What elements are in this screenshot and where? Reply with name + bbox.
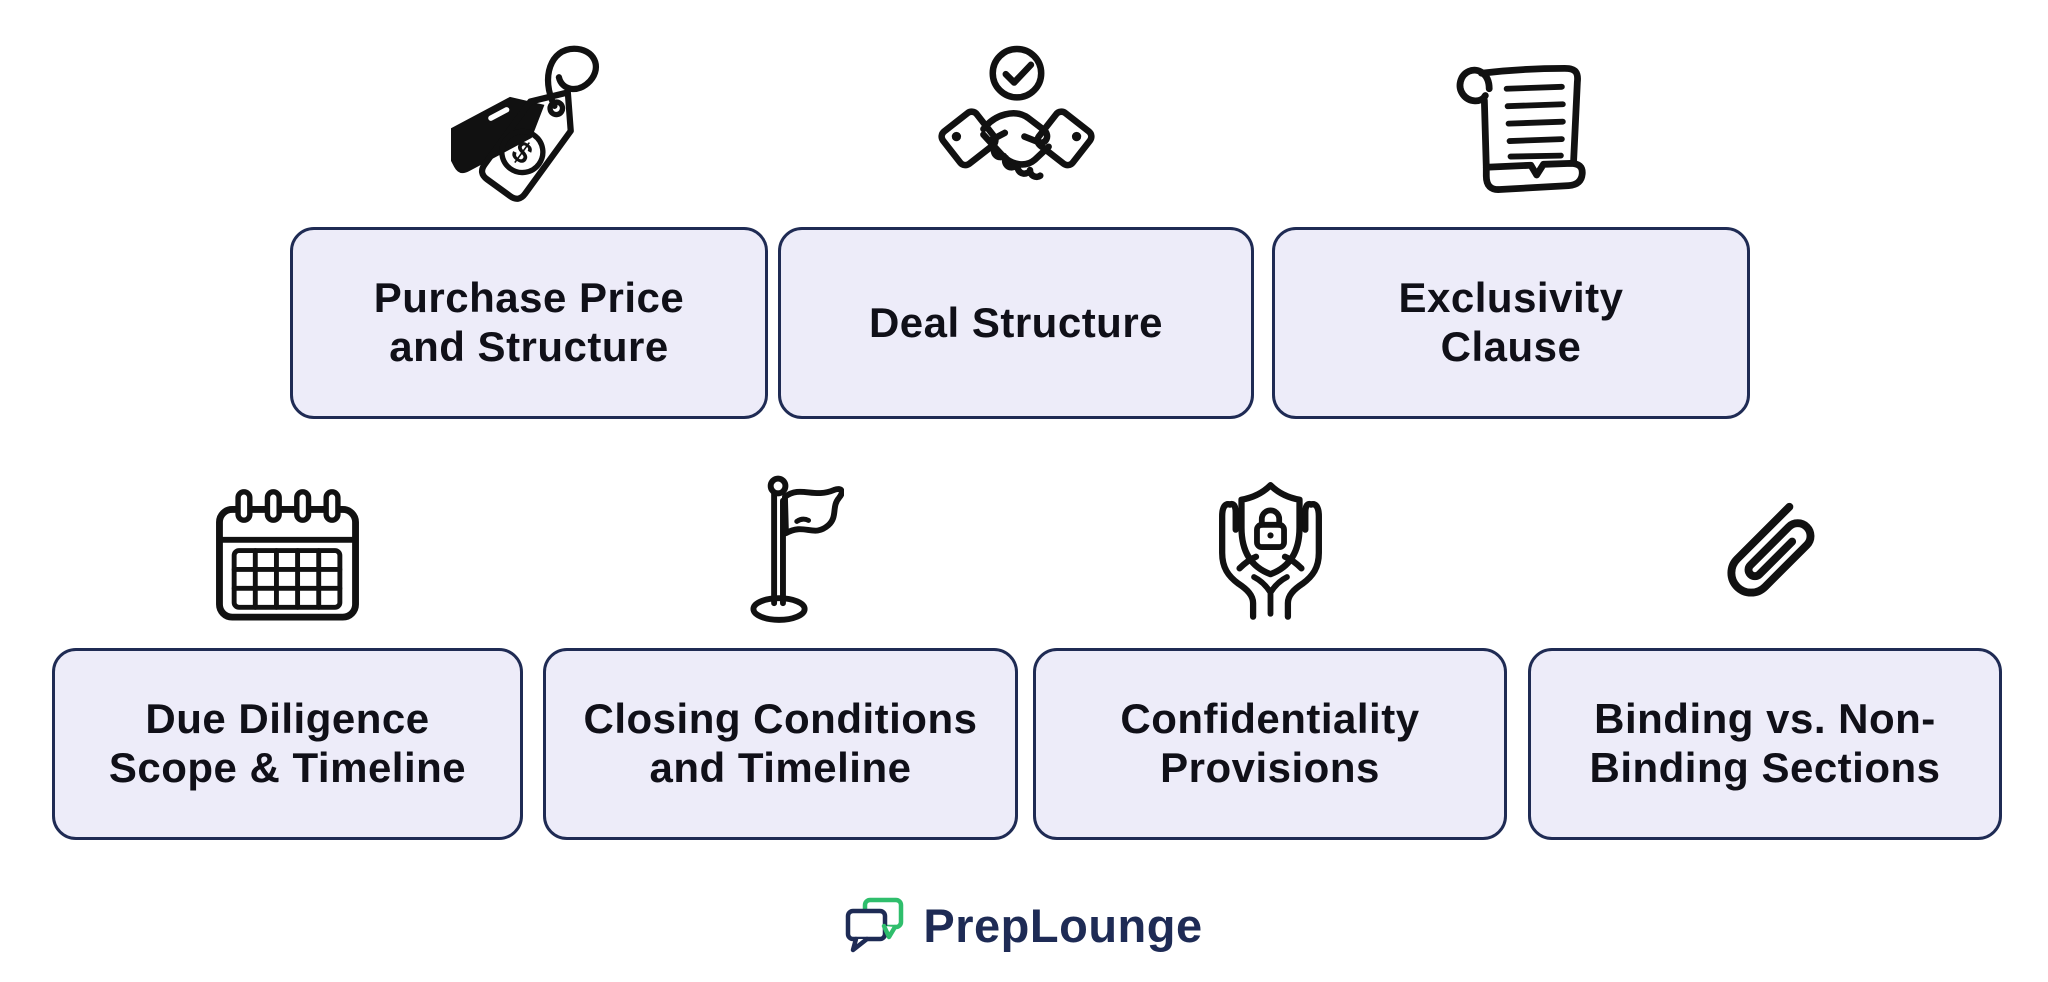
topic-group-purchase-price: $ Purchase Price and Structure xyxy=(290,35,768,419)
card-label: Closing Conditions and Timeline xyxy=(583,695,978,791)
topic-group-due-diligence: Due Diligence Scope & Timeline xyxy=(52,470,523,840)
card-label: Due Diligence Scope & Timeline xyxy=(108,695,467,791)
hands-shield-lock-icon xyxy=(1198,470,1343,648)
topic-group-binding-sections: Binding vs. Non- Binding Sections xyxy=(1528,470,2002,840)
flag-icon xyxy=(718,470,844,648)
topic-group-closing-conditions: Closing Conditions and Timeline xyxy=(543,470,1018,840)
card-label: Binding vs. Non- Binding Sections xyxy=(1589,695,1941,791)
topic-group-exclusivity-clause: Exclusivity Clause xyxy=(1272,35,1750,419)
card-closing-conditions: Closing Conditions and Timeline xyxy=(543,648,1018,840)
preplounge-logo-text: PrepLounge xyxy=(923,898,1203,952)
price-tag-icon: $ xyxy=(450,35,608,227)
card-exclusivity-clause: Exclusivity Clause xyxy=(1272,227,1750,419)
card-confidentiality: Confidentiality Provisions xyxy=(1033,648,1507,840)
topic-group-deal-structure: Deal Structure xyxy=(778,35,1254,419)
scroll-document-icon xyxy=(1431,35,1591,227)
preplounge-logo-icon xyxy=(845,896,907,954)
topic-group-confidentiality: Confidentiality Provisions xyxy=(1033,470,1507,840)
paperclip-icon xyxy=(1695,470,1835,648)
card-binding-sections: Binding vs. Non- Binding Sections xyxy=(1528,648,2002,840)
card-due-diligence: Due Diligence Scope & Timeline xyxy=(52,648,523,840)
card-label: Exclusivity Clause xyxy=(1398,274,1624,370)
handshake-agreement-icon xyxy=(935,35,1098,227)
card-purchase-price: Purchase Price and Structure xyxy=(290,227,768,419)
card-deal-structure: Deal Structure xyxy=(778,227,1254,419)
card-label: Confidentiality Provisions xyxy=(1120,695,1420,791)
preplounge-logo: PrepLounge xyxy=(0,896,2048,954)
card-label: Purchase Price and Structure xyxy=(373,274,685,370)
card-label: Deal Structure xyxy=(868,298,1164,346)
calendar-icon xyxy=(211,470,364,648)
